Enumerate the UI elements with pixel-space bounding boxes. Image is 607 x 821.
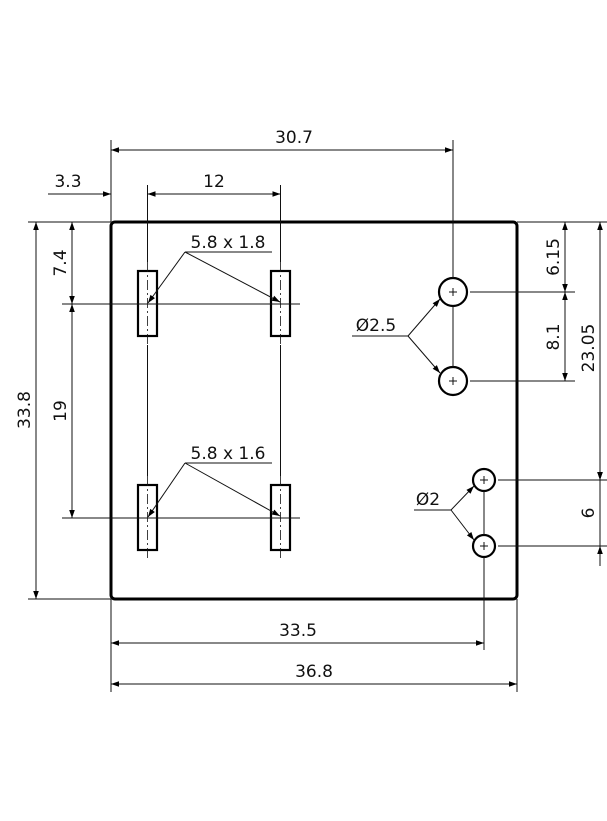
dim-19: 19 [51,400,71,422]
dim-hole-large: Ø2.5 [356,316,396,336]
dim-6: 6 [579,508,599,519]
dim-30-7: 30.7 [275,128,313,148]
dim-12: 12 [203,172,225,192]
dim-7-4: 7.4 [51,249,71,276]
dim-hole-small: Ø2 [416,490,440,510]
dim-6-15: 6.15 [544,238,564,276]
dim-36-8: 36.8 [295,662,333,682]
board-outline [109,220,519,601]
dim-8-1: 8.1 [544,323,564,350]
dim-23-05: 23.05 [579,324,599,373]
dim-33-5: 33.5 [279,621,317,641]
dim-3-3: 3.3 [54,172,81,192]
dim-slot-top: 5.8 x 1.8 [191,233,266,253]
dim-33-8: 33.8 [15,391,35,429]
dim-slot-bottom: 5.8 x 1.6 [191,444,266,464]
